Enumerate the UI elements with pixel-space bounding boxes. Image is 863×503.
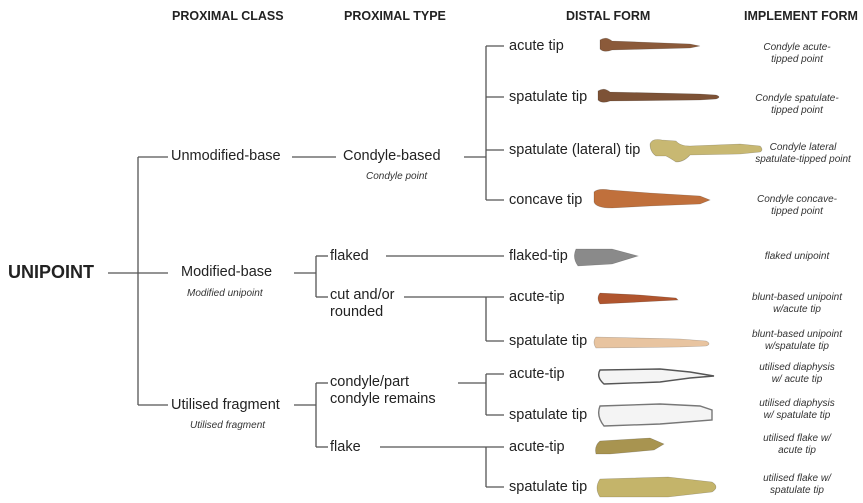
implement-form-label: Condyle acute- tipped point bbox=[737, 42, 857, 66]
implement-form-label: Condyle spatulate- tipped point bbox=[737, 93, 857, 117]
class-utilised-fragment: Utilised fragment bbox=[171, 397, 280, 414]
distal-form-label: spatulate tip bbox=[509, 407, 587, 424]
implement-form-label: utilised diaphysis w/ spatulate tip bbox=[737, 398, 857, 422]
class-modified-base-sub: Modified unipoint bbox=[187, 288, 263, 299]
distal-form-label: acute-tip bbox=[509, 289, 565, 306]
bone-flake-acute-image bbox=[596, 438, 665, 454]
bone-acute-tip-image bbox=[600, 38, 700, 51]
bone-flaked-tip-image bbox=[574, 249, 638, 266]
implement-form-label: Condyle lateral spatulate-tipped point bbox=[743, 142, 863, 166]
type-condyle-part-line2: condyle remains bbox=[330, 391, 436, 408]
type-condyle-part-line1: condyle/part bbox=[330, 374, 409, 391]
implement-form-label: blunt-based unipoint w/spatulate tip bbox=[737, 329, 857, 353]
type-condyle-based: Condyle-based bbox=[343, 148, 441, 165]
implement-form-label: utilised flake w/ acute tip bbox=[737, 433, 857, 457]
header-implement-form: IMPLEMENT FORM bbox=[744, 9, 858, 23]
type-cut-line1: cut and/or bbox=[330, 287, 395, 304]
header-proximal-class: PROXIMAL CLASS bbox=[172, 9, 284, 23]
root-label: UNIPOINT bbox=[8, 262, 94, 283]
bone-spatulate-tip-image bbox=[598, 89, 719, 102]
class-modified-base: Modified-base bbox=[181, 264, 272, 281]
distal-form-label: acute-tip bbox=[509, 439, 565, 456]
type-cut-line2: rounded bbox=[330, 304, 383, 321]
implement-form-label: flaked unipoint bbox=[737, 251, 857, 263]
implement-form-label: blunt-based unipoint w/acute tip bbox=[737, 292, 857, 316]
distal-form-label: flaked-tip bbox=[509, 248, 568, 265]
distal-form-label: acute-tip bbox=[509, 366, 565, 383]
bone-diaphysis-spatulate-image bbox=[599, 404, 712, 426]
implement-form-label: utilised diaphysis w/ acute tip bbox=[737, 362, 857, 386]
bone-concave-tip-image bbox=[594, 189, 710, 208]
distal-form-label: spatulate tip bbox=[509, 89, 587, 106]
header-proximal-type: PROXIMAL TYPE bbox=[344, 9, 446, 23]
implement-form-label: utilised flake w/ spatulate tip bbox=[737, 473, 857, 497]
distal-form-label: concave tip bbox=[509, 192, 582, 209]
bone-acute-tip-image-2 bbox=[598, 293, 678, 304]
type-condyle-based-sub: Condyle point bbox=[366, 171, 427, 182]
bone-diaphysis-acute-image bbox=[599, 369, 714, 384]
header-distal-form: DISTAL FORM bbox=[566, 9, 650, 23]
distal-form-label: spatulate (lateral) tip bbox=[509, 142, 640, 159]
type-flake: flake bbox=[330, 439, 361, 456]
bone-flake-spatulate-image bbox=[597, 477, 716, 497]
class-utilised-fragment-sub: Utilised fragment bbox=[190, 420, 265, 431]
distal-form-label: spatulate tip bbox=[509, 333, 587, 350]
distal-form-label: acute tip bbox=[509, 38, 564, 55]
implement-form-label: Condyle concave- tipped point bbox=[737, 194, 857, 218]
type-flaked: flaked bbox=[330, 248, 369, 265]
distal-form-label: spatulate tip bbox=[509, 479, 587, 496]
class-unmodified-base: Unmodified-base bbox=[171, 148, 281, 165]
bone-spatulate-tip-image-2 bbox=[594, 337, 709, 348]
